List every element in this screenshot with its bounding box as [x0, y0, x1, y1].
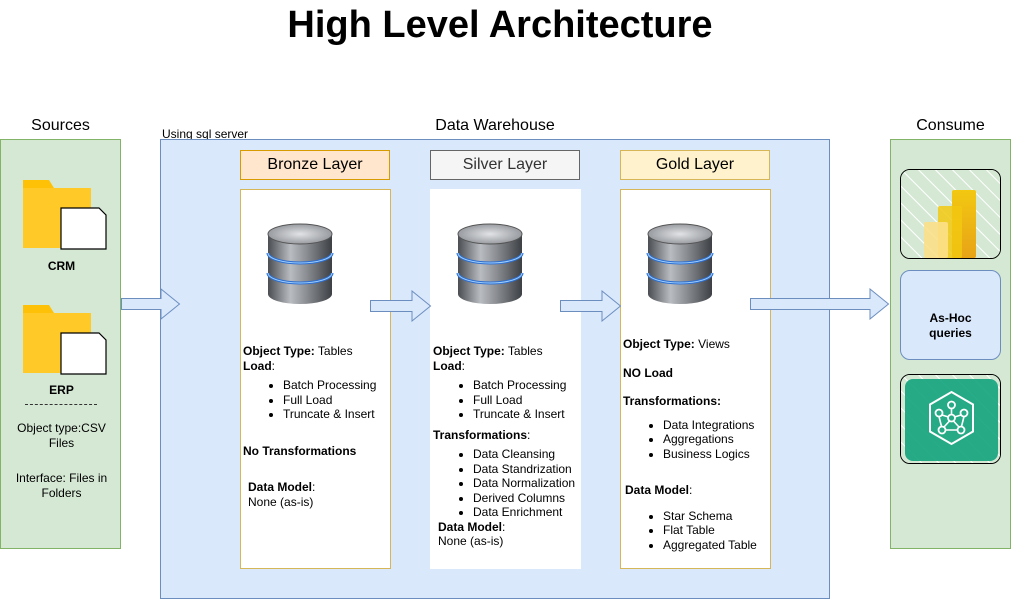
source-erp-label: ERP [49, 383, 74, 397]
list-item: Full Load [473, 393, 581, 408]
sources-label: Sources [31, 117, 90, 134]
flow-arrow [750, 288, 890, 320]
flow-arrow [560, 290, 622, 322]
ml-network-icon [905, 379, 998, 461]
list-item: Data Standrization [473, 462, 581, 477]
source-interface: Interface: Files in Folders [15, 471, 108, 500]
silver-layer-card: Object Type: Tables Load: Batch Processi… [430, 189, 581, 569]
object-type-value: Tables [504, 344, 543, 358]
list-item: Truncate & Insert [473, 407, 581, 422]
list-item: Star Schema [663, 509, 769, 524]
list-item: Batch Processing [283, 378, 389, 393]
object-type-key: Object Type: [623, 337, 695, 351]
list-item: Full Load [283, 393, 389, 408]
data-model-key: Data Model [248, 480, 313, 494]
power-bi-icon [924, 190, 976, 258]
list-item: Data Cleansing [473, 447, 581, 462]
list-item: Data Enrichment [473, 505, 581, 520]
flow-arrow [121, 288, 181, 320]
gold-layer-header: Gold Layer [620, 150, 770, 180]
source-crm-label: CRM [47, 259, 76, 273]
transformations-text: No Transformations [243, 443, 357, 458]
page-title: High Level Architecture [287, 4, 713, 46]
load-key: Load [243, 358, 272, 373]
warehouse-note: Using sql server [162, 127, 249, 141]
flow-arrow [370, 290, 432, 322]
database-icon [454, 222, 526, 306]
list-item: Data Normalization [473, 476, 581, 491]
load-text: NO Load [623, 365, 673, 380]
adhoc-queries-label: As-Hoc queries [929, 311, 972, 340]
adhoc-queries-box: As-Hoc queries [900, 270, 1001, 360]
list-item: Truncate & Insert [283, 407, 389, 422]
data-model-value: None (as-is) [248, 494, 314, 509]
data-model-value: None (as-is) [438, 534, 504, 548]
list-item: Batch Processing [473, 378, 581, 393]
divider [25, 404, 97, 405]
load-key: Load [433, 358, 462, 373]
ml-box [900, 374, 1001, 464]
list-item: Data Integrations [663, 418, 769, 433]
folder-file-icon [23, 180, 108, 252]
warehouse-label: Data Warehouse [435, 117, 555, 134]
list-item: Business Logics [663, 447, 769, 462]
source-object-type: Object type:CSV Files [17, 421, 106, 450]
data-model-key: Data Model [625, 483, 690, 497]
silver-layer-header: Silver Layer [430, 150, 580, 180]
object-type-value: Views [694, 337, 730, 351]
database-icon [264, 222, 336, 306]
list-item: Derived Columns [473, 491, 581, 506]
consume-label: Consume [916, 117, 985, 134]
transformations-key: Transformations: [623, 394, 722, 408]
transformations-key: Transformations [433, 427, 528, 442]
sources-panel: CRM ERP Object type:CSV Files Interface:… [0, 139, 121, 549]
list-item: Aggregated Table [663, 538, 769, 553]
database-icon [644, 222, 716, 306]
data-model-key: Data Model [438, 519, 503, 534]
power-bi-box [900, 169, 1001, 259]
bronze-layer-header: Bronze Layer [240, 150, 390, 180]
bronze-layer-card: Object Type: Tables Load: Batch Processi… [240, 189, 391, 569]
folder-file-icon [23, 305, 108, 377]
object-type-key: Object Type: [243, 344, 315, 358]
list-item: Aggregations [663, 432, 769, 447]
gold-layer-card: Object Type: Views NO Load Transformatio… [620, 189, 771, 569]
list-item: Flat Table [663, 523, 769, 538]
object-type-value: Tables [314, 344, 353, 358]
object-type-key: Object Type: [433, 344, 505, 358]
